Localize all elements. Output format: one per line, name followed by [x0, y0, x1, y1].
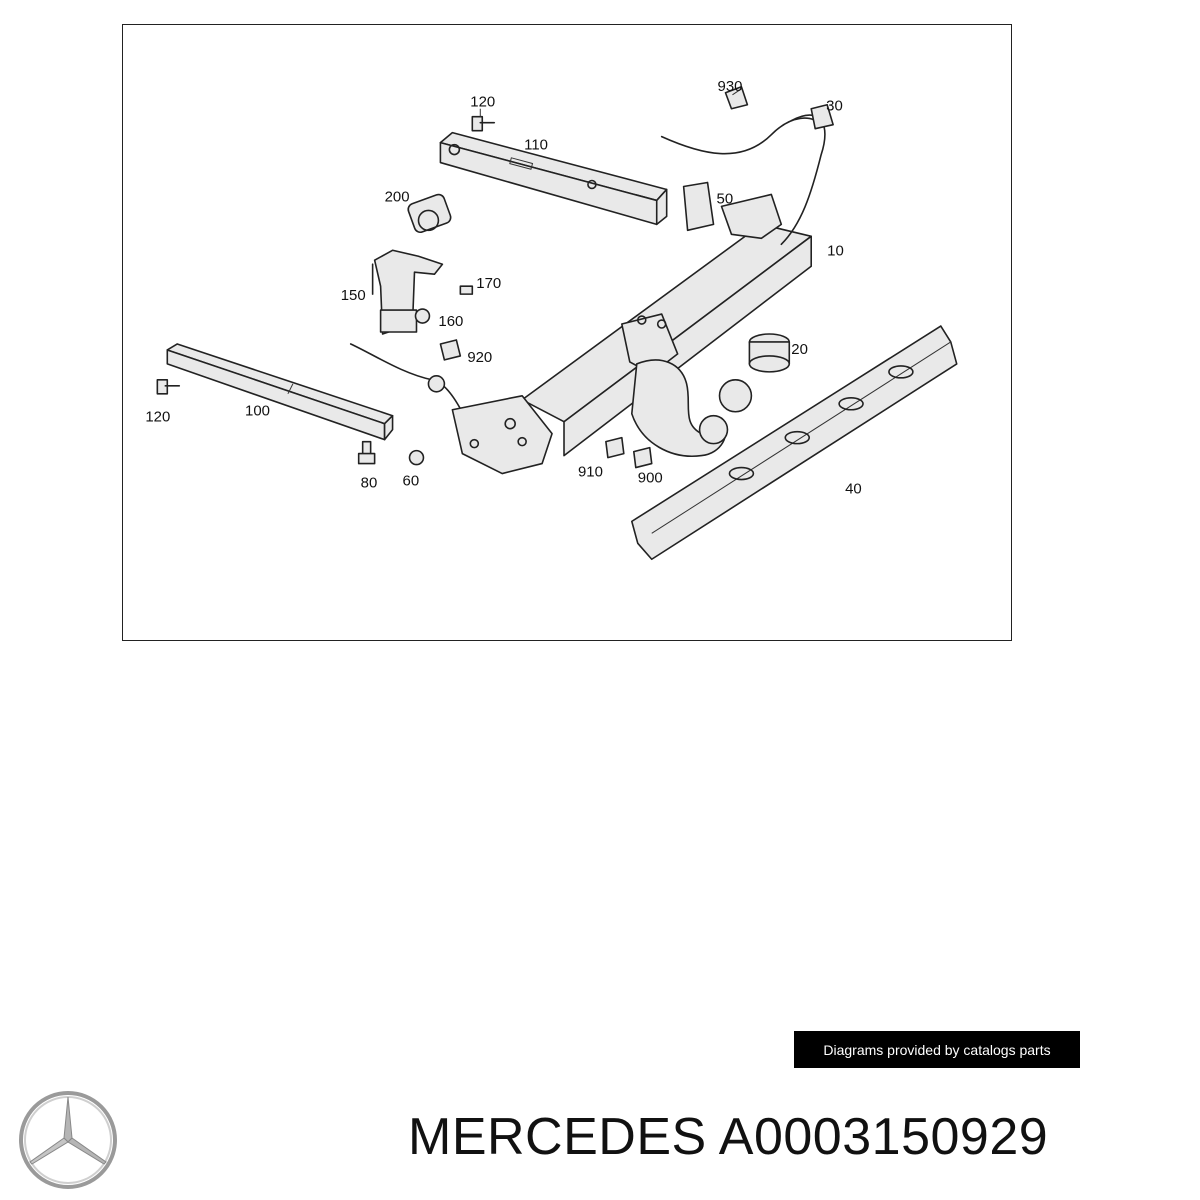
- part-80-bolt: [357, 440, 376, 465]
- part-910-clip: [605, 436, 625, 459]
- parts-diagram: 930 30 120 110 200 50 10 170 150 160 920…: [122, 24, 1012, 641]
- part-170-bolt: [459, 285, 474, 295]
- part-50-plate: [682, 181, 715, 232]
- part-title: MERCEDES A0003150929: [408, 1108, 1049, 1166]
- callout-160: 160: [438, 313, 463, 330]
- callout-150: 150: [341, 287, 366, 304]
- callout-10: 10: [827, 242, 844, 259]
- part-30-cable: [660, 103, 834, 246]
- callout-920: 920: [467, 349, 492, 366]
- diagram-credit-banner: Diagrams provided by catalogs parts: [794, 1031, 1080, 1068]
- callout-900: 900: [638, 470, 663, 487]
- callout-50: 50: [717, 190, 734, 207]
- part-930-clip: [724, 86, 749, 110]
- callout-930: 930: [718, 78, 743, 95]
- exploded-view-drawing: 930 30 120 110 200 50 10 170 150 160 920…: [145, 78, 958, 561]
- part-160-nut: [414, 308, 431, 324]
- callout-80: 80: [361, 474, 378, 491]
- part-60-nut: [408, 449, 425, 466]
- part-10-carrier-beam: [451, 193, 813, 475]
- grommet: [427, 375, 446, 393]
- part-110-cross-member: [439, 131, 668, 226]
- part-920-clip: [439, 339, 462, 361]
- callout-910: 910: [578, 464, 603, 481]
- part-20-cap: [748, 333, 791, 373]
- callout-120-lower: 120: [145, 409, 170, 426]
- callout-60: 60: [403, 473, 420, 490]
- callout-100: 100: [245, 403, 270, 420]
- leader-lines: [287, 88, 742, 395]
- part-40-absorber: [630, 325, 958, 561]
- callout-200: 200: [385, 188, 410, 205]
- part-150-bracket: [371, 249, 444, 335]
- tow-ball-neck: [630, 359, 753, 457]
- part-120-bolt-lower: [156, 379, 181, 395]
- part-100-side-member: [166, 343, 394, 441]
- callout-110: 110: [524, 137, 548, 154]
- callout-30: 30: [826, 98, 843, 115]
- callout-40: 40: [845, 480, 862, 497]
- part-120-bolt-upper: [471, 115, 496, 132]
- part-900-clip: [632, 446, 653, 469]
- mercedes-star-icon: [19, 1091, 117, 1189]
- callout-170: 170: [476, 275, 501, 292]
- part-200-socket: [407, 193, 452, 234]
- callout-120-upper: 120: [470, 94, 495, 111]
- callout-20: 20: [791, 341, 808, 358]
